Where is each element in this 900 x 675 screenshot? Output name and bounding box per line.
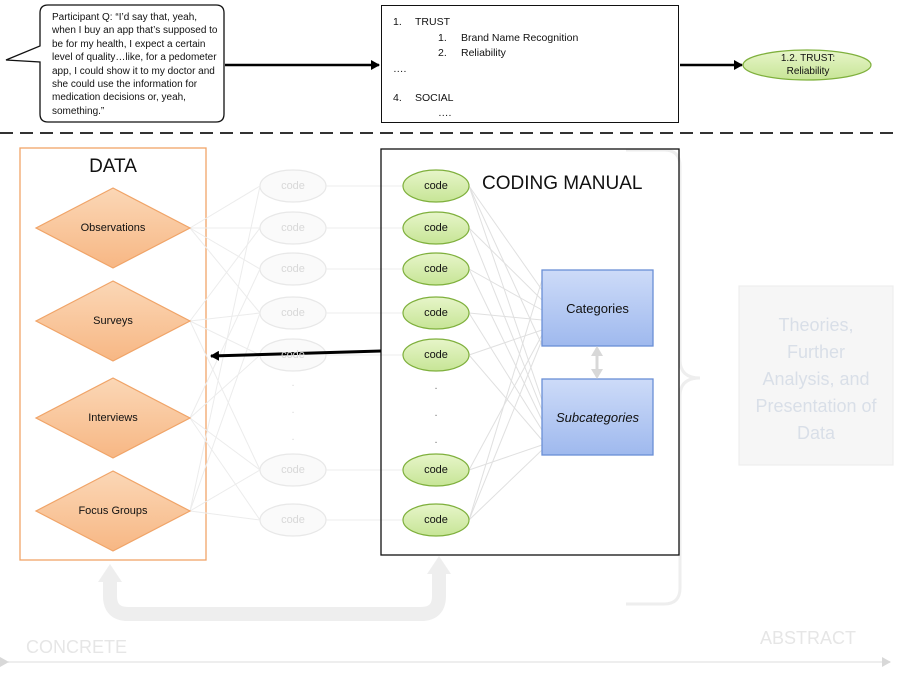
speech-bubble — [5, 4, 225, 123]
manual-to-data-arrow — [210, 349, 382, 361]
trust-oval-line1: 1.2. TRUST: — [780, 53, 836, 64]
code-oval — [402, 503, 470, 537]
vdot: . — [434, 380, 438, 392]
list-ellipsis: …. — [393, 63, 407, 75]
subcategories-box — [541, 378, 654, 456]
faint-code-label: code — [281, 349, 305, 361]
list-num: 2. — [438, 47, 447, 59]
list-subitem-brand: Brand Name Recognition — [461, 32, 579, 44]
vdot: . — [434, 407, 438, 419]
code-oval — [402, 211, 470, 245]
code-column — [402, 169, 470, 537]
theory-box-label: Theories, Further Analysis, and Presenta… — [739, 312, 893, 447]
categories-box — [541, 269, 654, 347]
code-oval — [402, 296, 470, 330]
theory-line: Theories, — [778, 315, 854, 335]
faint-vdot: . — [291, 377, 295, 389]
interviews-label: Interviews — [88, 412, 138, 424]
faint-code-label: code — [281, 307, 305, 319]
code-label: code — [424, 263, 448, 275]
code-label: code — [424, 180, 448, 192]
faint-code-label: code — [281, 514, 305, 526]
faint-vdot: . — [291, 431, 295, 443]
code-label: code — [424, 514, 448, 526]
abstraction-brace — [626, 148, 701, 606]
code-category-links — [468, 185, 543, 521]
interviews-diamond — [34, 377, 192, 459]
code-oval — [402, 169, 470, 203]
feedback-arrowhead-left — [98, 564, 122, 582]
category-link-arrowhead-down — [591, 369, 603, 379]
faint-code-column — [259, 169, 327, 537]
categories-label: Categories — [566, 300, 629, 316]
list-num: 4. — [393, 92, 402, 104]
participant-quote: Participant Q: “I’d say that, yeah, when… — [52, 12, 218, 117]
feedback-loop-arrow — [103, 572, 446, 621]
code-label: code — [424, 349, 448, 361]
theory-line: Data — [796, 423, 836, 443]
code-oval — [402, 252, 470, 286]
code-oval — [402, 338, 470, 372]
surveys-diamond — [34, 280, 192, 362]
abstract-label: ABSTRACT — [760, 628, 857, 648]
code-label: code — [424, 464, 448, 476]
surveys-label: Surveys — [93, 315, 133, 327]
faint-mesh — [189, 185, 403, 521]
code-oval — [402, 453, 470, 487]
category-link-arrowhead-up — [591, 346, 603, 356]
faint-code-label: code — [281, 180, 305, 192]
list-num: 1. — [393, 16, 402, 28]
focus-groups-label: Focus Groups — [78, 505, 148, 517]
observations-diamond — [34, 187, 192, 269]
theory-line: Analysis, and — [762, 369, 870, 389]
code-label: code — [424, 307, 448, 319]
vdot: . — [434, 434, 438, 446]
theory-line: Further — [786, 342, 846, 362]
observations-label: Observations — [80, 222, 146, 234]
theory-line: Presentation of — [755, 396, 877, 416]
trust-code-list: 1. TRUST 1. Brand Name Recognition 2. Re… — [381, 5, 679, 123]
data-title: DATA — [89, 156, 137, 177]
feedback-arrowhead-right — [427, 556, 451, 574]
code-label: code — [424, 222, 448, 234]
list-item-social: SOCIAL — [415, 92, 454, 104]
trust-oval-label: 1.2. TRUST: Reliability — [744, 52, 872, 78]
faint-code-label: code — [281, 222, 305, 234]
list-num: 1. — [438, 32, 447, 44]
faint-code-label: code — [281, 464, 305, 476]
trust-oval-line2: Reliability — [786, 66, 830, 77]
faint-vdot: . — [291, 404, 295, 416]
trust-reliability-oval — [742, 49, 872, 81]
concrete-label: CONCRETE — [26, 637, 128, 657]
subcategories-label: Subcategories — [555, 409, 640, 425]
list-item-trust: TRUST — [415, 16, 450, 28]
theory-box — [738, 285, 894, 466]
coding-manual-title: CODING MANUAL — [482, 173, 643, 194]
data-diamonds — [34, 187, 192, 552]
list-ellipsis: …. — [438, 107, 452, 119]
faint-code-label: code — [281, 263, 305, 275]
list-subitem-reliability: Reliability — [461, 47, 506, 59]
focus-groups-diamond — [34, 470, 192, 552]
